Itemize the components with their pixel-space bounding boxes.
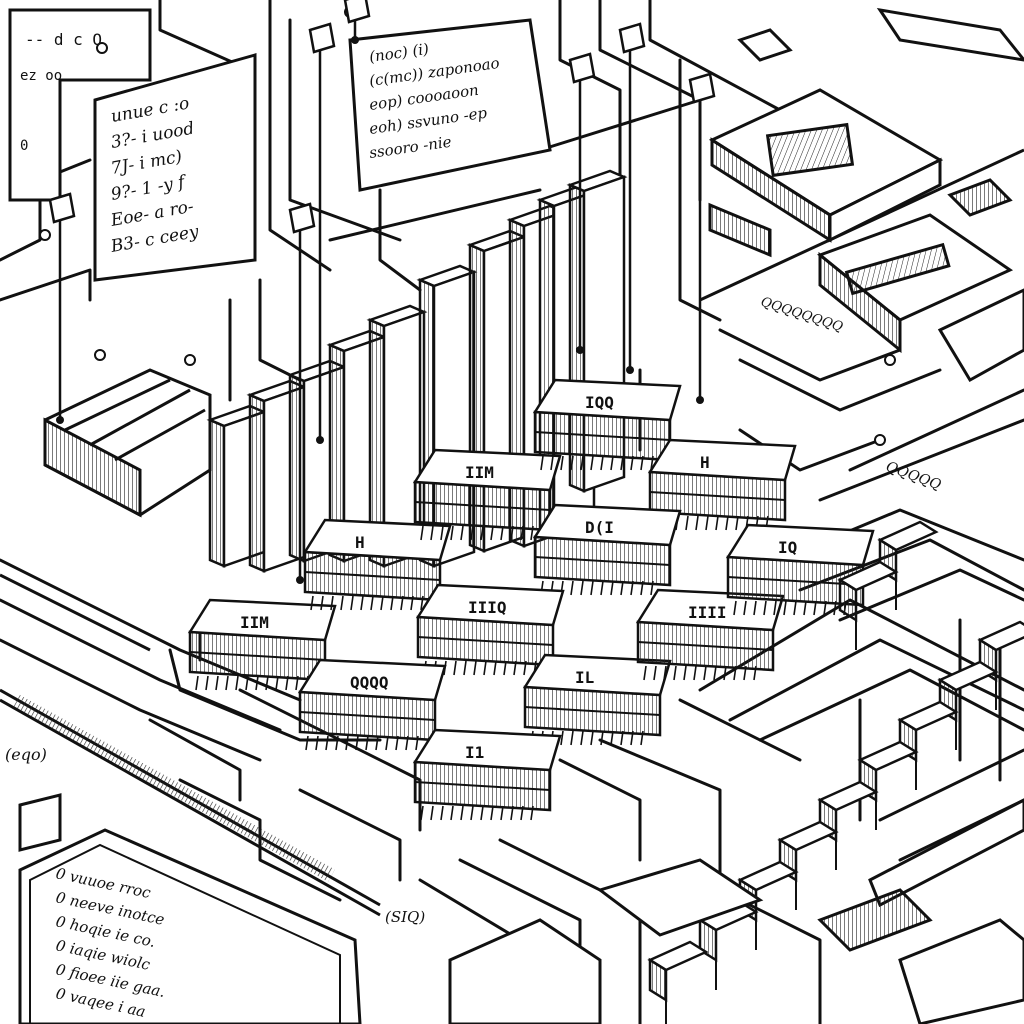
chip-label: IL xyxy=(575,668,594,687)
top-left-via xyxy=(96,42,108,54)
svg-text:ez oo: ez oo xyxy=(20,68,62,84)
chip: QQQQ xyxy=(297,658,447,751)
via-1 xyxy=(184,354,196,366)
trace-3 xyxy=(268,0,332,272)
connector xyxy=(647,940,709,1024)
chip-label: IIM xyxy=(465,463,494,482)
chip: H xyxy=(302,518,452,611)
trace-35 xyxy=(148,718,242,802)
lead xyxy=(618,22,646,374)
chip-label: H xyxy=(355,533,365,552)
lead xyxy=(308,22,336,444)
via-6 xyxy=(884,354,896,366)
chip-array: IIM H IIM IQQ H D(I IIIQ QQQQ IL IIII IQ I1 xyxy=(187,378,875,821)
lead xyxy=(343,0,371,44)
via-2 xyxy=(39,229,51,241)
chip: IQ xyxy=(725,523,875,616)
chip: IL xyxy=(522,653,672,746)
chip: D(I xyxy=(532,503,682,596)
trace-28 xyxy=(848,388,1024,472)
trace-7 xyxy=(648,0,782,112)
chip: IQQ xyxy=(532,378,682,471)
chip-label: IQQ xyxy=(585,393,614,412)
misc-label-0: (eqo) xyxy=(5,745,47,764)
trace-4 xyxy=(288,18,402,242)
trace-12 xyxy=(0,558,302,702)
connector xyxy=(837,560,899,650)
trace-2 xyxy=(158,0,252,72)
trace-0 xyxy=(0,158,92,262)
chip-label: D(I xyxy=(585,518,614,537)
right-connectors xyxy=(448,520,1024,1024)
misc-label-2: QQQQQQQQ xyxy=(759,295,845,336)
trace-27 xyxy=(818,418,1024,502)
lead xyxy=(288,202,316,584)
chip-label: QQQQ xyxy=(350,673,389,692)
chip: I1 xyxy=(412,728,562,821)
via-5 xyxy=(874,434,886,446)
trace-23 xyxy=(758,668,1024,742)
trace-20 xyxy=(678,698,802,762)
trace-33 xyxy=(298,788,402,882)
trace-13 xyxy=(0,598,282,732)
trace-9 xyxy=(378,188,422,292)
trace-38 xyxy=(718,328,902,382)
trace-10 xyxy=(328,188,542,242)
vertical-leads xyxy=(48,0,716,584)
chip: IIM xyxy=(187,598,337,691)
chip-label: IIIQ xyxy=(468,598,507,617)
top-right-components xyxy=(708,7,1024,383)
lead xyxy=(48,192,76,424)
chip: IIM xyxy=(412,448,562,541)
misc-label-1: (SIQ) xyxy=(385,908,425,926)
left-bar-stack xyxy=(43,368,212,518)
chip-label: IIII xyxy=(688,603,727,622)
svg-text:-- d c O: -- d c O xyxy=(25,30,102,49)
trace-18 xyxy=(558,758,642,862)
chip-label: IQ xyxy=(778,538,797,557)
connector-strip xyxy=(448,798,1024,1024)
chip: IIIQ xyxy=(415,583,565,676)
lead xyxy=(688,72,716,404)
trace-22 xyxy=(728,638,1024,722)
trace-40 xyxy=(258,278,302,382)
trace-26 xyxy=(838,568,1024,622)
chip: H xyxy=(647,438,797,531)
trace-8 xyxy=(678,58,722,322)
svg-text:0: 0 xyxy=(20,138,28,154)
via-0 xyxy=(94,349,106,361)
top-left-panel: -- d c O ez oo 0 xyxy=(8,8,152,202)
trace-39 xyxy=(738,358,942,412)
trace-14 xyxy=(0,638,262,762)
trace-19 xyxy=(598,738,722,882)
chip-label: I1 xyxy=(465,743,484,762)
chip-label: H xyxy=(700,453,710,472)
trace-11 xyxy=(538,98,702,152)
chip: IIII xyxy=(635,588,785,681)
board-edges xyxy=(0,148,1024,917)
chip-label: IIM xyxy=(240,613,269,632)
trace-1 xyxy=(0,268,92,302)
lead xyxy=(568,52,596,354)
